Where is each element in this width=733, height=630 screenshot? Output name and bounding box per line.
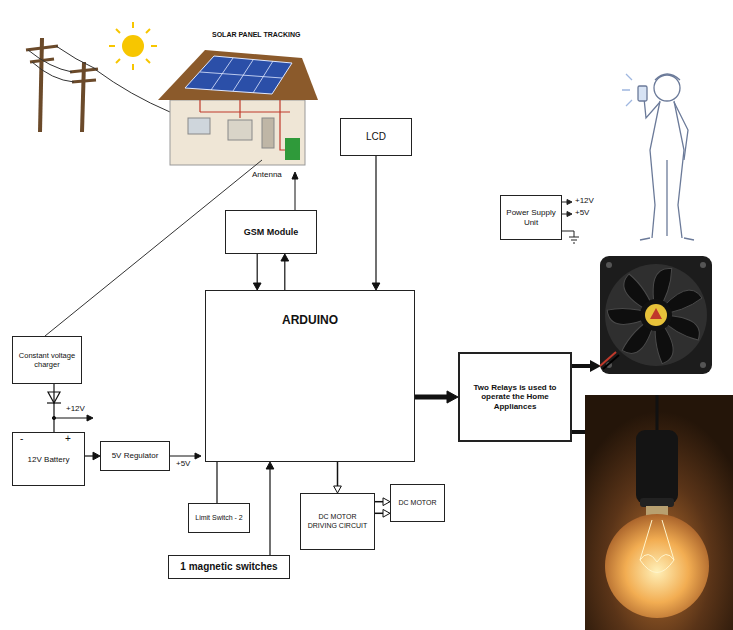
connector-line xyxy=(216,462,217,503)
arrow-head xyxy=(383,498,390,506)
connector xyxy=(85,452,100,460)
person-figure xyxy=(622,74,694,240)
box-text: Limit Switch - 2 xyxy=(195,514,242,522)
connector xyxy=(217,462,218,503)
lcd-box: LCD xyxy=(340,118,412,156)
utility-poles xyxy=(26,38,170,132)
connector xyxy=(415,391,458,403)
box-text: Power Supply Unit xyxy=(504,208,558,227)
box-text: LCD xyxy=(366,131,386,143)
box-text: 5V Regulator xyxy=(112,451,159,461)
power-supply-outputs xyxy=(562,200,579,244)
terminal-label: + xyxy=(65,433,71,444)
solar-house xyxy=(158,50,318,165)
voltage-label: +5V xyxy=(575,209,589,218)
limit-switch-box: Limit Switch - 2 xyxy=(188,503,250,533)
connector xyxy=(253,254,261,290)
box-text: ARDUINO xyxy=(282,313,338,327)
power-supply-box: Power Supply Unit xyxy=(500,195,562,240)
connector xyxy=(334,462,342,493)
connector xyxy=(54,384,55,432)
dc-motor-box: DC MOTOR xyxy=(390,484,445,522)
connector xyxy=(372,156,380,290)
charger-box: Constant voltage charger xyxy=(12,336,82,384)
box-text: GSM Module xyxy=(244,227,299,238)
arduino-box: ARDUINO xyxy=(205,290,415,462)
connector-line xyxy=(53,384,54,432)
arrow-head xyxy=(334,486,342,493)
arrow-head xyxy=(281,254,289,261)
motor-driver-box: DC MOTOR DRIVING CIRCUIT xyxy=(300,493,375,550)
arrow-head xyxy=(93,452,100,460)
terminal-label: - xyxy=(20,433,23,444)
voltage-label: +5V xyxy=(176,460,190,469)
sun xyxy=(109,22,157,70)
antenna-label: Antenna xyxy=(252,171,282,180)
box-text: Constant voltage charger xyxy=(16,351,78,369)
connector xyxy=(281,254,289,290)
connector-line xyxy=(269,468,270,555)
connector-line xyxy=(257,254,258,284)
arrow-head xyxy=(266,462,274,469)
connector-line xyxy=(337,462,339,487)
fan-picture xyxy=(600,256,712,374)
connector xyxy=(375,498,390,506)
box-text: 1 magnetic switches xyxy=(180,561,277,573)
bulb-picture xyxy=(585,395,733,630)
regulator-box: 5V Regulator xyxy=(100,441,170,471)
connector-line xyxy=(284,260,285,290)
relay-box: Two Relays is used to operate the Home A… xyxy=(458,352,572,442)
box-text: Two Relays is used to operate the Home A… xyxy=(463,383,567,412)
connector xyxy=(375,509,390,517)
arrow-head xyxy=(447,391,458,403)
gsm-module-box: GSM Module xyxy=(225,210,317,254)
magnetic-switch-box: 1 magnetic switches xyxy=(168,555,290,579)
arrow-head xyxy=(253,283,261,290)
connector xyxy=(266,462,274,555)
arrow-head xyxy=(372,283,380,290)
box-text: DC MOTOR DRIVING CIRCUIT xyxy=(304,513,371,530)
box-text: 12V Battery xyxy=(28,455,70,465)
arrow-head xyxy=(383,509,390,517)
caption-label: SOLAR PANEL TRACKING xyxy=(212,31,300,39)
voltage-label: +12V xyxy=(575,197,594,206)
voltage-label: +12V xyxy=(66,405,85,414)
connector-line xyxy=(375,156,376,284)
connector-line xyxy=(415,395,449,400)
box-text: DC MOTOR xyxy=(399,499,437,507)
